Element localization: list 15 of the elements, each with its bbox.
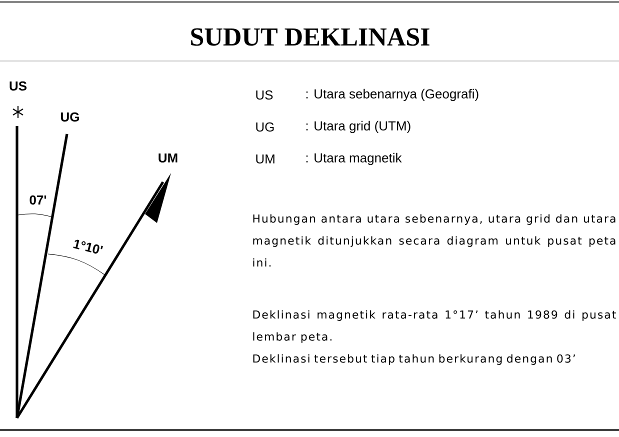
paragraph: Hubungan antara utara sebenarnya, utara grid dan utara magnetik ditunjukkan secara diagram untuk pusat peta ini. — [253, 214, 616, 267]
paragraph: Deklinasi tersebut tiap tahun berkurang dengan 03’ — [253, 354, 575, 365]
direction-label: 07' — [30, 195, 46, 205]
definition: : Utara grid (UTM) — [306, 120, 410, 134]
direction-label: UG — [61, 112, 79, 122]
abbreviation: UG — [256, 122, 274, 132]
abbreviation: UM — [256, 154, 274, 164]
title: SUDUT DEKLINASI — [191, 28, 430, 46]
direction-label: UM — [158, 153, 178, 163]
direction-label: US — [10, 81, 27, 91]
abbreviation: US — [256, 90, 273, 100]
definition: : Utara sebenarnya (Geografi) — [306, 88, 478, 102]
direction-label: 1°10' — [73, 240, 103, 254]
definition: : Utara magnetik — [306, 152, 402, 166]
paragraph: Deklinasi magnetik rata-rata 1°17’ tahun 1989 di pusat lembar peta. — [253, 310, 616, 343]
